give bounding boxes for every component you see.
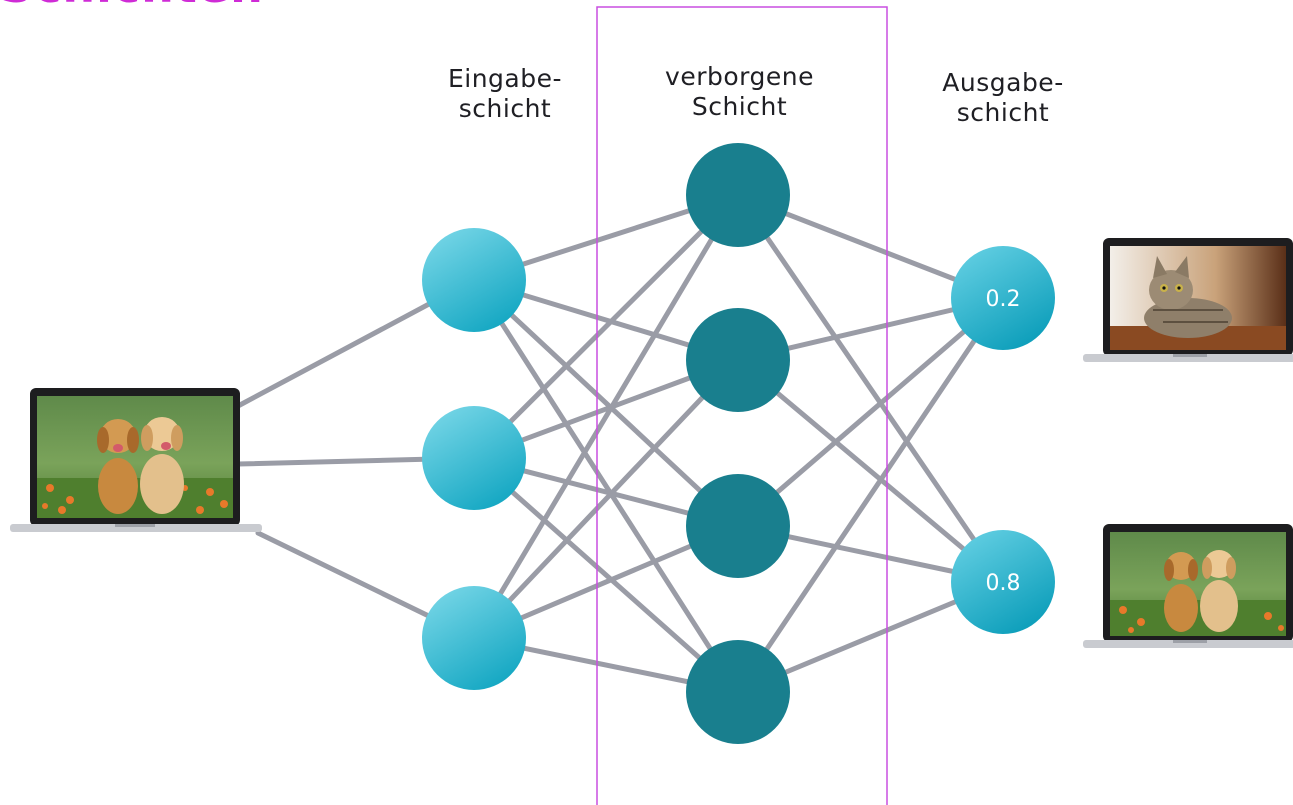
input-node-1 (422, 228, 526, 332)
edge-hidden-4-output-1 (735, 295, 1006, 695)
input-layer-label: Eingabe- schicht (420, 64, 590, 124)
input-node-2 (422, 406, 526, 510)
edge-hidden-2-output-2 (735, 357, 1006, 585)
output-image-puppies (1110, 550, 1286, 636)
input-laptop (10, 388, 262, 532)
output-layer-label: Ausgabe- schicht (918, 68, 1088, 128)
output-layer-label-line1: Ausgabe- (942, 68, 1064, 97)
edge-input-2-hidden-1 (471, 192, 741, 461)
output-node-1 (951, 246, 1055, 350)
edge-input-3-hidden-1 (471, 192, 741, 641)
output-node-2 (951, 530, 1055, 634)
output-layer-label-line2: schicht (956, 98, 1050, 127)
hidden-layer-label-line1: verborgene (665, 62, 814, 91)
input-layer-label-line1: Eingabe- (447, 64, 563, 93)
cut-off-title: Schichten (0, 0, 264, 12)
output-laptop-puppies (1083, 524, 1293, 648)
edge-input-1-hidden-4 (471, 277, 741, 695)
output-node-2-value: 0.8 (986, 571, 1021, 596)
connections (235, 192, 1006, 695)
edge-input-3-hidden-2 (471, 357, 741, 641)
hidden-layer-label-line2: Schicht (691, 92, 788, 121)
nodes: 0.2 0.8 (422, 143, 1055, 744)
edge-hidden-1-output-2 (735, 192, 1006, 585)
output-image-cat (1110, 256, 1286, 350)
edge-input-1-hidden-3 (471, 277, 741, 529)
hidden-layer-label: verborgene Schicht (637, 62, 842, 122)
edge-hidden-3-output-1 (735, 295, 1006, 529)
input-layer-label-line2: schicht (458, 94, 552, 123)
input-image-puppies (37, 417, 233, 518)
hidden-node-2 (686, 308, 790, 412)
output-laptop-cat (1083, 238, 1293, 362)
hidden-layer-highlight-box (596, 6, 888, 805)
hidden-node-3 (686, 474, 790, 578)
hidden-node-4 (686, 640, 790, 744)
input-node-3 (422, 586, 526, 690)
hidden-node-1 (686, 143, 790, 247)
edge-input-2-hidden-4 (471, 455, 741, 695)
output-node-1-value: 0.2 (986, 287, 1021, 312)
